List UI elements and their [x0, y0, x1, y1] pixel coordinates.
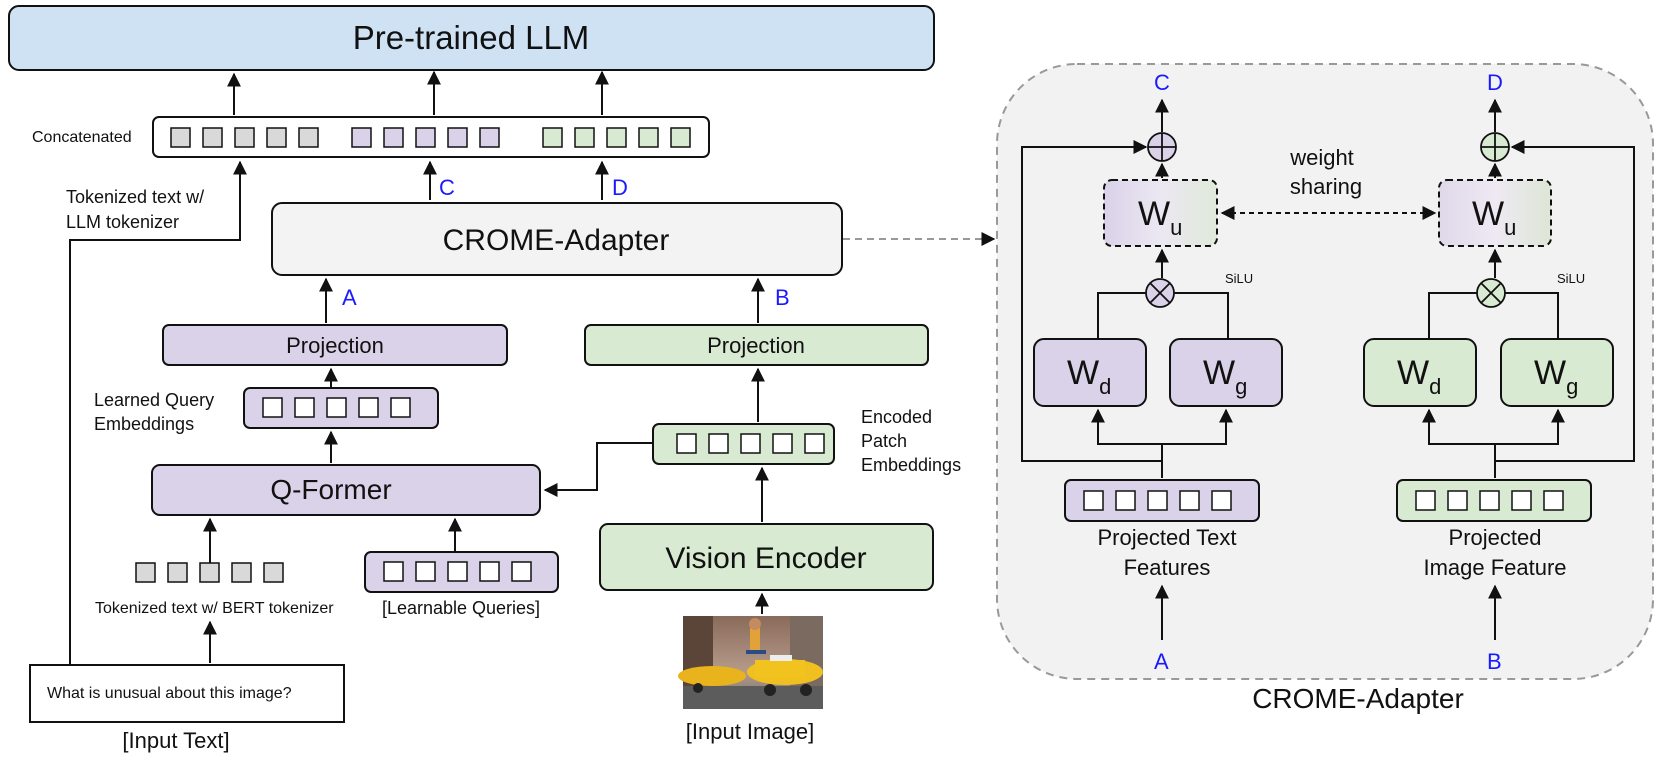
- svg-text:Wu: Wu: [1472, 195, 1516, 240]
- projected-image-label-line2: Image Feature: [1423, 555, 1566, 580]
- text-projection-label: Projection: [286, 333, 384, 358]
- concatenated-token-row: [152, 116, 710, 158]
- qformer-block: Q-Former: [151, 464, 541, 516]
- crome-adapter-block: CROME-Adapter: [271, 202, 843, 276]
- crome-adapter-label: CROME-Adapter: [443, 224, 670, 257]
- text-wg-block: Wg: [1169, 338, 1283, 407]
- image-wd-block: Wd: [1363, 338, 1477, 407]
- projected-text-features-row: [1064, 479, 1260, 522]
- input-image-label: [Input Image]: [686, 719, 814, 744]
- tokenized-llm-label-line2: LLM tokenizer: [66, 212, 179, 232]
- text-multiply-operator: [1145, 278, 1175, 308]
- image-silu-label: SiLU: [1557, 271, 1585, 286]
- image-wg-base: W: [1534, 354, 1566, 392]
- image-wd-sub: d: [1429, 374, 1441, 399]
- projected-text-label-line2: Features: [1124, 555, 1211, 580]
- learned-query-label-line2: Embeddings: [94, 414, 194, 434]
- text-wd-base: W: [1067, 354, 1099, 392]
- image-projection-label: Projection: [707, 333, 805, 358]
- learned-query-embeddings: [243, 387, 439, 429]
- svg-text:Wg: Wg: [1203, 354, 1247, 399]
- detail-marker-b: B: [1487, 649, 1502, 674]
- tokenized-bert-label: Tokenized text w/ BERT tokenizer: [95, 600, 334, 617]
- encoded-patch-embeddings: [652, 423, 835, 465]
- text-wg-base: W: [1203, 354, 1235, 392]
- marker-d: D: [612, 175, 628, 200]
- projected-text-label-line1: Projected Text: [1097, 525, 1236, 550]
- svg-text:Wd: Wd: [1067, 354, 1111, 399]
- image-wg-block: Wg: [1500, 338, 1614, 407]
- vision-encoder-block: Vision Encoder: [599, 523, 934, 591]
- encoded-patch-label-line3: Embeddings: [861, 455, 961, 475]
- detail-title: CROME-Adapter: [1252, 683, 1464, 714]
- image-wu-block: Wu: [1438, 179, 1552, 247]
- text-projection-block: Projection: [162, 324, 508, 366]
- bert-token-row: [135, 562, 284, 583]
- weight-sharing-line2: sharing: [1290, 174, 1362, 199]
- detail-marker-c: C: [1154, 70, 1170, 95]
- text-silu-label: SiLU: [1225, 271, 1253, 286]
- text-wd-block: Wd: [1033, 338, 1147, 407]
- marker-b: B: [775, 285, 790, 310]
- image-wd-base: W: [1397, 354, 1429, 392]
- learnable-queries-label: [Learnable Queries]: [382, 598, 540, 618]
- input-image: [678, 616, 823, 709]
- text-wu-base: W: [1138, 195, 1170, 233]
- text-add-operator: [1147, 132, 1177, 162]
- pretrained-llm-block: Pre-trained LLM: [8, 5, 935, 71]
- concatenated-label: Concatenated: [32, 129, 132, 146]
- learned-query-label-line1: Learned Query: [94, 390, 214, 410]
- image-wu-sub: u: [1504, 215, 1516, 240]
- weight-sharing-line1: weight: [1289, 145, 1354, 170]
- encoded-patch-label-line2: Patch: [861, 431, 907, 451]
- svg-text:Wu: Wu: [1138, 195, 1182, 240]
- image-wu-base: W: [1472, 195, 1504, 233]
- input-text-box: What is unusual about this image?: [29, 664, 345, 723]
- input-text-label: [Input Text]: [122, 728, 229, 753]
- image-add-operator: [1480, 132, 1510, 162]
- text-wg-sub: g: [1235, 374, 1247, 399]
- marker-a: A: [342, 285, 357, 310]
- tokenized-llm-label-line1: Tokenized text w/: [66, 187, 204, 207]
- text-wu-sub: u: [1170, 215, 1182, 240]
- image-projection-block: Projection: [584, 324, 929, 366]
- svg-text:Wd: Wd: [1397, 354, 1441, 399]
- pretrained-llm-label: Pre-trained LLM: [353, 19, 590, 56]
- image-wg-sub: g: [1566, 374, 1578, 399]
- marker-c: C: [439, 175, 455, 200]
- text-wd-sub: d: [1099, 374, 1111, 399]
- image-multiply-operator: [1476, 278, 1506, 308]
- detail-marker-a: A: [1154, 649, 1169, 674]
- input-question: What is unusual about this image?: [47, 685, 292, 702]
- qformer-label: Q-Former: [270, 474, 391, 505]
- projected-image-features-row: [1396, 479, 1592, 522]
- projected-image-label-line1: Projected: [1449, 525, 1542, 550]
- encoded-patch-label-line1: Encoded: [861, 407, 932, 427]
- svg-text:Wg: Wg: [1534, 354, 1578, 399]
- detail-marker-d: D: [1487, 70, 1503, 95]
- learnable-queries: [364, 551, 559, 593]
- vision-encoder-label: Vision Encoder: [665, 542, 866, 575]
- text-wu-block: Wu: [1103, 179, 1218, 247]
